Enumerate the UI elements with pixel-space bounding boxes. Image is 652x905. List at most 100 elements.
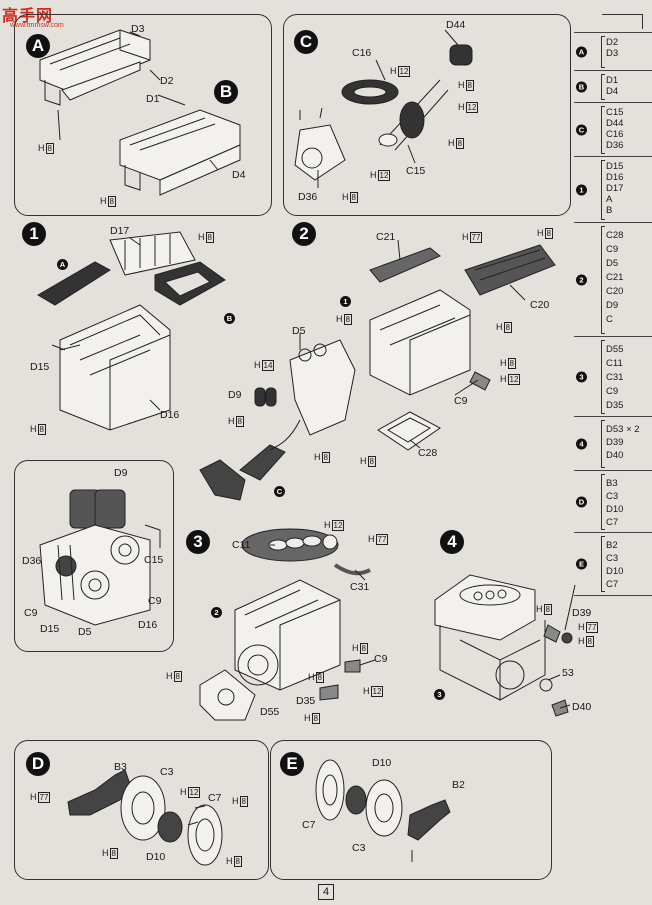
overview-engine-drawing	[39, 489, 161, 626]
sidebar-bracket	[601, 226, 605, 334]
ref-b-icon: B	[224, 313, 235, 324]
step-1-badge: 1	[22, 222, 46, 246]
panel-b-part-drawing	[119, 109, 241, 196]
label-c15: C15	[406, 165, 426, 177]
sidebar-part: B2	[606, 540, 618, 551]
label-d36-ov: D36	[22, 555, 42, 567]
panel-e	[270, 740, 552, 880]
ref-1-icon: 1	[340, 296, 351, 307]
sidebar-part: D44	[606, 118, 624, 129]
sidebar-key-a: A	[576, 46, 587, 58]
sidebar-bracket	[601, 420, 605, 468]
sidebar-part: D10	[606, 504, 624, 515]
label-b2: B2	[452, 779, 465, 791]
sidebar-corner-arrow	[602, 14, 643, 29]
sidebar-part: C	[606, 314, 613, 325]
label-d15-ov: D15	[40, 623, 60, 635]
sidebar-part: A	[606, 194, 613, 205]
sidebar-part: C7	[606, 517, 619, 528]
label-d10-e: D10	[372, 757, 392, 769]
sidebar-bracket	[601, 160, 605, 220]
sidebar-bracket	[601, 74, 605, 100]
sidebar-part: B3	[606, 478, 618, 489]
sidebar-part: C20	[606, 286, 624, 297]
label-53: 53	[562, 667, 574, 679]
label-d10-d: D10	[146, 851, 166, 863]
label-d16-ov: D16	[138, 619, 158, 631]
sidebar-part: D35	[606, 400, 624, 411]
label-d40: D40	[572, 701, 592, 713]
ref-a-icon: A	[57, 259, 68, 270]
label-d9-ov: D9	[114, 467, 128, 479]
sidebar-part: C28	[606, 230, 624, 241]
step-2-badge: 2	[292, 222, 316, 246]
panel-c-part-drawing	[294, 44, 473, 181]
page-number: 4	[318, 884, 334, 900]
label-c7-d: C7	[208, 792, 222, 804]
sidebar-part: D36	[606, 140, 624, 151]
label-c20: C20	[530, 299, 550, 311]
sidebar-part: D10	[606, 566, 624, 577]
sidebar-part: D2	[606, 37, 619, 48]
sidebar-part: C16	[606, 129, 624, 140]
step-2-drawing	[199, 244, 556, 501]
label-d16-s1: D16	[160, 409, 180, 421]
sidebar-part: C9	[606, 244, 619, 255]
label-c15-ov: C15	[144, 554, 164, 566]
step-e-badge: E	[280, 752, 304, 776]
label-c21: C21	[376, 231, 396, 243]
sidebar-part: D1	[606, 75, 619, 86]
sidebar-part: C9	[606, 386, 619, 397]
panel-d	[14, 740, 269, 880]
sidebar-part: D4	[606, 86, 619, 97]
label-d1: D1	[146, 93, 160, 105]
sidebar-key-1: 1	[576, 184, 587, 196]
label-d9-s2: D9	[228, 389, 242, 401]
sidebar-part: C11	[606, 358, 623, 369]
step-b-badge: B	[214, 80, 238, 104]
label-b3: B3	[114, 761, 127, 773]
label-c9-s3: C9	[374, 653, 388, 665]
sidebar-key-2: 2	[576, 274, 587, 286]
sidebar-part: D16	[606, 172, 624, 183]
label-d2: D2	[160, 75, 174, 87]
label-c7-e: C7	[302, 819, 316, 831]
sidebar-bracket	[601, 106, 605, 154]
label-d35: D35	[296, 695, 316, 707]
step-4-drawing	[434, 574, 573, 717]
ref-c-icon: C	[274, 486, 285, 497]
panel-d-drawing	[67, 769, 223, 866]
step-a-badge: A	[26, 34, 50, 58]
watermark-url: www.tmmsw.com	[10, 22, 64, 29]
sidebar-key-b: B	[576, 81, 587, 93]
sidebar-part: D53 × 2	[606, 424, 640, 435]
sidebar-part: D3	[606, 48, 619, 59]
